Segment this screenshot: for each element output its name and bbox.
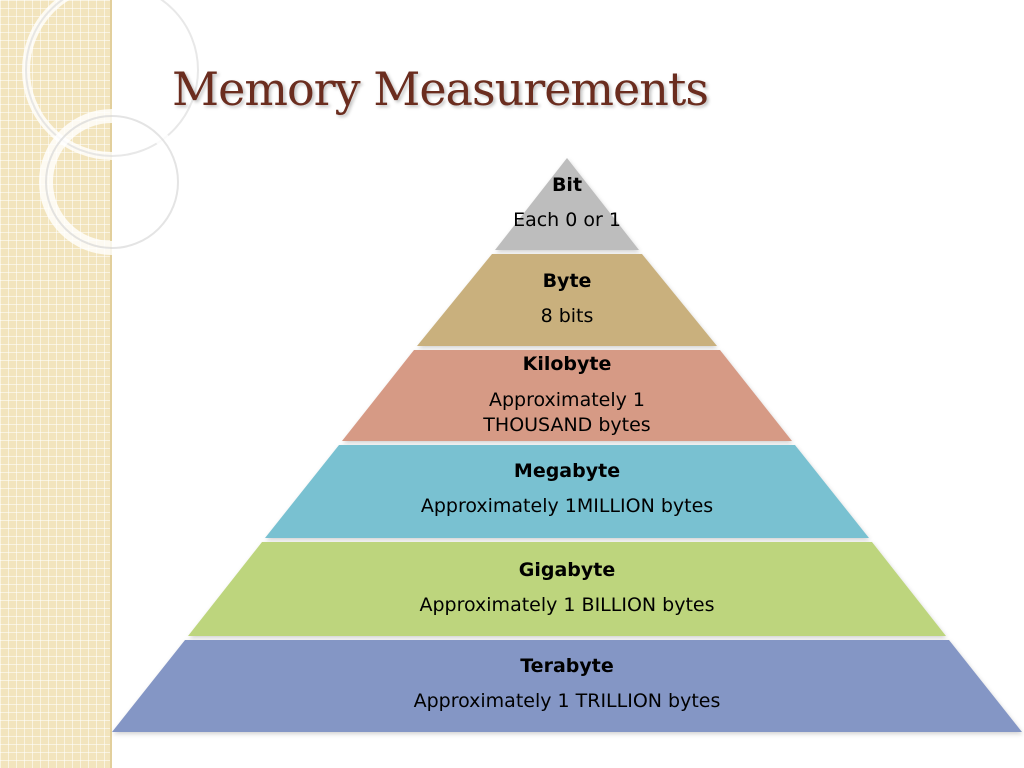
kilobyte-name: Kilobyte bbox=[522, 353, 612, 375]
byte-name: Byte bbox=[542, 270, 592, 292]
terabyte-name: Terabyte bbox=[520, 655, 614, 677]
bit-name: Bit bbox=[551, 174, 583, 196]
pyramid-level-terabyte bbox=[112, 640, 1022, 732]
pyramid-level-megabyte bbox=[265, 445, 869, 538]
megabyte-label-group: Megabyte Approximately 1MILLION bytes bbox=[317, 459, 817, 519]
terabyte-label-group: Terabyte Approximately 1 TRILLION bytes bbox=[317, 654, 817, 714]
kilobyte-desc-line1: Approximately 1 bbox=[488, 389, 646, 411]
pyramid-level-kilobyte bbox=[342, 350, 792, 441]
byte-label-group: Byte 8 bits bbox=[417, 269, 717, 329]
terabyte-desc: Approximately 1 TRILLION bytes bbox=[413, 690, 721, 712]
megabyte-name: Megabyte bbox=[513, 460, 621, 482]
gigabyte-name: Gigabyte bbox=[518, 559, 616, 581]
kilobyte-label-group: Kilobyte Approximately 1 THOUSAND bytes bbox=[417, 352, 717, 438]
pyramid-level-byte bbox=[417, 254, 717, 346]
kilobyte-desc-line2: THOUSAND bytes bbox=[483, 414, 651, 436]
slide-title: Memory Measurements bbox=[172, 62, 709, 116]
byte-desc: 8 bits bbox=[540, 305, 594, 327]
bit-label-group: Bit Each 0 or 1 bbox=[467, 173, 667, 233]
megabyte-desc: Approximately 1MILLION bytes bbox=[420, 495, 714, 517]
gigabyte-desc: Approximately 1 BILLION bytes bbox=[419, 594, 715, 616]
pyramid-level-bit bbox=[495, 158, 639, 250]
decorative-side-band bbox=[0, 0, 112, 768]
gigabyte-label-group: Gigabyte Approximately 1 BILLION bytes bbox=[317, 558, 817, 618]
decorative-rings bbox=[22, 0, 200, 255]
pyramid-level-gigabyte bbox=[188, 542, 946, 636]
bit-desc: Each 0 or 1 bbox=[513, 209, 621, 231]
